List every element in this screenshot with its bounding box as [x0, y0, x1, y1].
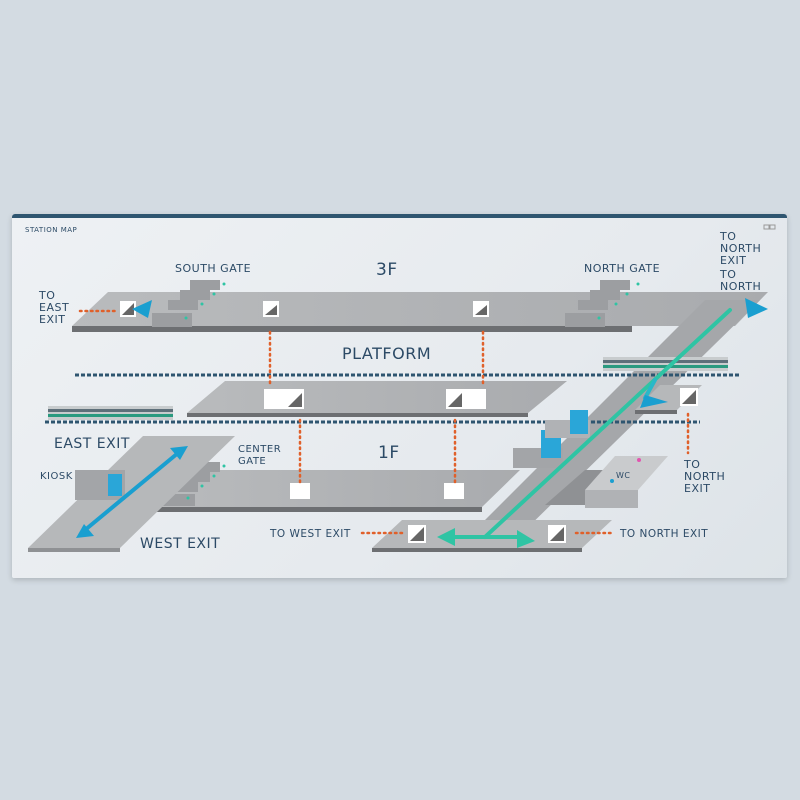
- south-gate-barriers: [152, 280, 226, 327]
- stairs-icon: [446, 389, 486, 409]
- to-east-exit-label: EAST: [39, 301, 69, 314]
- to-north-exit-bottom-label: TO NORTH EXIT: [619, 528, 708, 540]
- floor-1f-label: 1F: [378, 443, 400, 463]
- to-north-exit-right-label: NORTH: [684, 470, 725, 483]
- train-upper: [603, 357, 728, 371]
- window-title-bar: [12, 214, 787, 218]
- south-gate-label: SOUTH GATE: [175, 262, 251, 275]
- center-gate-label: CENTER: [238, 444, 281, 455]
- window-title: STATION MAP: [25, 226, 77, 234]
- stairs-icon: [548, 525, 566, 543]
- stairs-icon: [680, 388, 698, 406]
- north-gate-label: NORTH GATE: [584, 262, 660, 275]
- to-north-exit-overlap-label: NORTH: [720, 280, 761, 293]
- wc-block: [545, 456, 668, 508]
- stairs-icon: [264, 389, 304, 409]
- to-west-exit-label: TO WEST EXIT: [269, 528, 351, 540]
- floor-3f-label: 3F: [376, 260, 398, 280]
- to-north-exit-right-label: EXIT: [684, 482, 710, 495]
- minimize-icon[interactable]: [763, 224, 770, 230]
- floor-platform-label: PLATFORM: [342, 344, 431, 363]
- to-north-exit-overlap-label: TO: [719, 268, 736, 281]
- floor-1f: [150, 470, 520, 512]
- to-north-exit-top-label: TO: [719, 230, 736, 243]
- female-icon: [637, 458, 641, 462]
- floor-platform: [187, 381, 567, 417]
- kiosk: [75, 470, 125, 500]
- stairs-icon: [408, 525, 426, 543]
- stairs-icons: [120, 301, 698, 543]
- connector-lines: [78, 309, 690, 535]
- wc-label: WC: [616, 471, 631, 480]
- train-lower: [48, 406, 173, 420]
- to-east-exit-label: EXIT: [39, 313, 65, 326]
- kiosk-label: KIOSK: [40, 471, 73, 482]
- ramp-shops: [513, 410, 590, 468]
- male-icon: [610, 479, 614, 483]
- to-east-exit-label: TO: [38, 289, 55, 302]
- to-north-exit-top-label: NORTH: [720, 242, 761, 255]
- north-gate-barriers: [565, 280, 640, 327]
- to-north-exit-right-label: TO: [683, 458, 700, 471]
- to-north-exit-top-label: EXIT: [720, 254, 746, 267]
- close-icon[interactable]: [769, 224, 776, 230]
- west-exit-label: WEST EXIT: [140, 536, 220, 552]
- stairs-icon: [444, 483, 464, 499]
- east-exit-label: EAST EXIT: [54, 436, 130, 452]
- center-gate-label: GATE: [238, 456, 266, 467]
- stairs-icon: [120, 301, 136, 317]
- routes: [76, 298, 768, 548]
